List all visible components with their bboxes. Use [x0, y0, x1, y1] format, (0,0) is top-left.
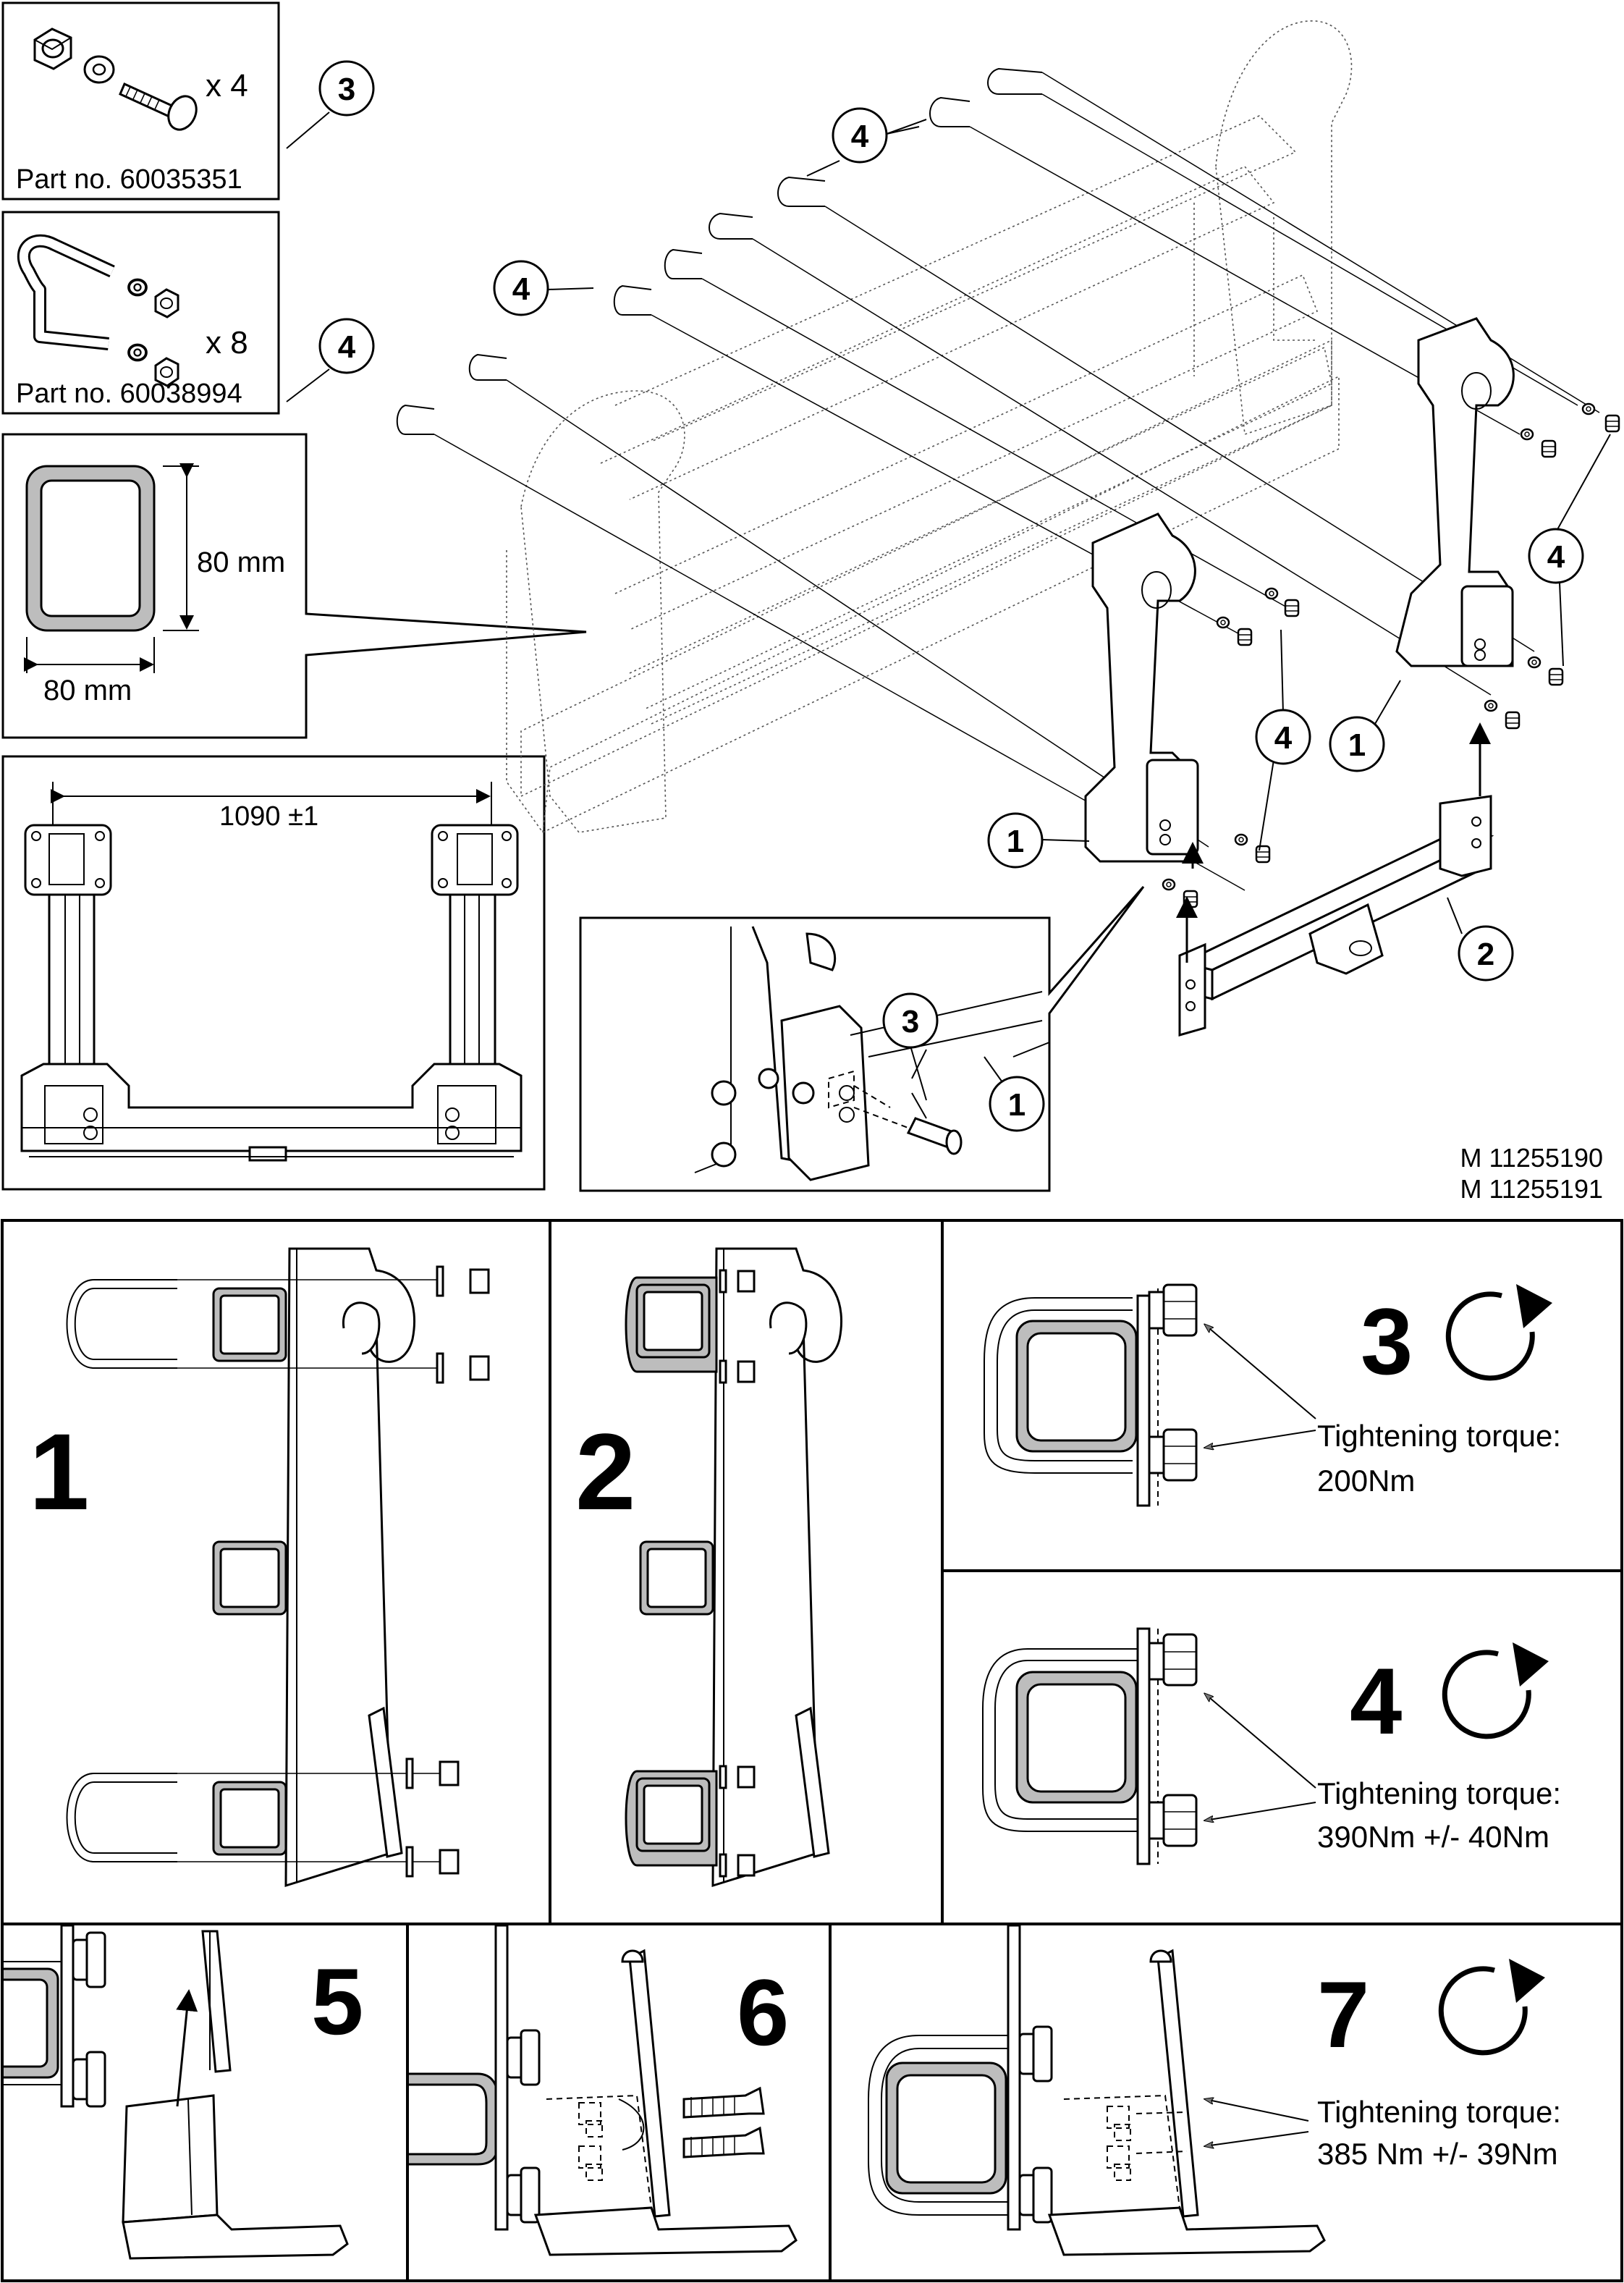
- washer-icon: [83, 55, 115, 84]
- profile-section-box: 80 mm 80 mm: [1, 433, 587, 739]
- exploded-view-attachment-frame: [396, 20, 1620, 1037]
- step-4-torque-label: Tightening torque:: [1317, 1776, 1561, 1810]
- step-7-number: 7: [1317, 1962, 1369, 2067]
- plan-view-box: 1090 ±1: [1, 755, 546, 1191]
- step-7-torque-label: Tightening torque:: [1317, 2095, 1561, 2129]
- cross-beam: [1178, 795, 1494, 1037]
- step-5-panel: 5: [4, 1925, 363, 2260]
- svg-text:1: 1: [1008, 1087, 1025, 1123]
- step-7-torque-value: 385 Nm +/- 39Nm: [1317, 2137, 1558, 2171]
- svg-text:3: 3: [902, 1004, 919, 1039]
- callout-ubolt-c: 4: [493, 260, 594, 316]
- bolt-icon: [119, 82, 198, 131]
- nut-icon: [33, 28, 72, 70]
- callout-ubolt-a: 4: [832, 107, 920, 164]
- hook-bracket-left: [1084, 512, 1199, 863]
- callout-ubolt-b: [806, 119, 927, 177]
- callout-u-bolt-kit: 4: [286, 318, 375, 402]
- step-4-number: 4: [1350, 1648, 1402, 1754]
- part-number-fasteners: Part no. 60035351: [16, 164, 242, 195]
- step-4-panel: 4 Tightening torque: 390Nm +/- 40Nm: [982, 1627, 1561, 1865]
- step-1-panel: 1: [29, 1247, 490, 1888]
- callout-cross-beam: 2: [1447, 897, 1514, 982]
- step-3-number: 3: [1361, 1288, 1413, 1394]
- step-1-number: 1: [29, 1411, 89, 1532]
- svg-text:3: 3: [338, 72, 355, 107]
- profile-height-label: 80 mm: [197, 547, 285, 578]
- hook-bracket-right: [1395, 317, 1515, 667]
- svg-text:4: 4: [1547, 539, 1565, 575]
- arrow-up-icon: [176, 1989, 198, 2107]
- callout-detail-fasteners: 3: [882, 992, 939, 1101]
- kit-box-fasteners: x 4 Part no. 60035351: [1, 1, 280, 201]
- u-bolt-icon: [17, 234, 115, 350]
- kit-box-u-bolts: x 8 Part no. 60038994: [1, 211, 280, 415]
- callout-bracket-right: 1: [1329, 680, 1401, 772]
- svg-text:1: 1: [1007, 824, 1024, 859]
- step-5-number: 5: [311, 1949, 363, 2054]
- drawing-number-2: M 11255191: [1460, 1174, 1604, 1204]
- callout-ubolt-e: 4: [1255, 629, 1311, 851]
- callout-bracket-left: 1: [987, 812, 1090, 869]
- svg-text:4: 4: [338, 329, 356, 365]
- profile-width-label: 80 mm: [43, 675, 132, 706]
- step-7-panel: 7 Tightening torque: 385 Nm +/- 39Nm: [868, 1925, 1561, 2256]
- step-6-number: 6: [737, 1959, 789, 2065]
- svg-text:4: 4: [1274, 720, 1293, 756]
- step-3-panel: 3 Tightening torque: 200Nm: [984, 1284, 1561, 1507]
- step-3-torque-value: 200Nm: [1317, 1464, 1415, 1498]
- svg-text:4: 4: [851, 119, 869, 154]
- step-2-panel: 2: [575, 1247, 843, 1888]
- step-2-number: 2: [575, 1411, 635, 1532]
- svg-text:2: 2: [1477, 937, 1494, 972]
- span-dimension-label: 1090 ±1: [219, 801, 318, 832]
- step-3-torque-label: Tightening torque:: [1317, 1419, 1561, 1453]
- kit-qty-fasteners: x 4: [206, 68, 248, 104]
- u-bolt-row: [396, 67, 1043, 435]
- svg-text:4: 4: [512, 271, 530, 307]
- callout-detail-bracket: 1: [984, 1056, 1045, 1132]
- kit-qty-u-bolts: x 8: [206, 325, 248, 360]
- step-4-torque-value: 390Nm +/- 40Nm: [1317, 1820, 1549, 1854]
- part-number-u-bolts: Part no. 60038994: [16, 379, 242, 409]
- callout-ubolt-d: 4: [1528, 434, 1611, 667]
- callout-fasteners-kit: 3: [286, 60, 375, 149]
- drawing-number-1: M 11255190: [1460, 1143, 1604, 1173]
- rotate-clockwise-icon: [1448, 1284, 1552, 1378]
- step-6-panel: 6: [409, 1925, 798, 2256]
- svg-text:1: 1: [1348, 727, 1366, 763]
- detail-view-box: [579, 886, 1145, 1192]
